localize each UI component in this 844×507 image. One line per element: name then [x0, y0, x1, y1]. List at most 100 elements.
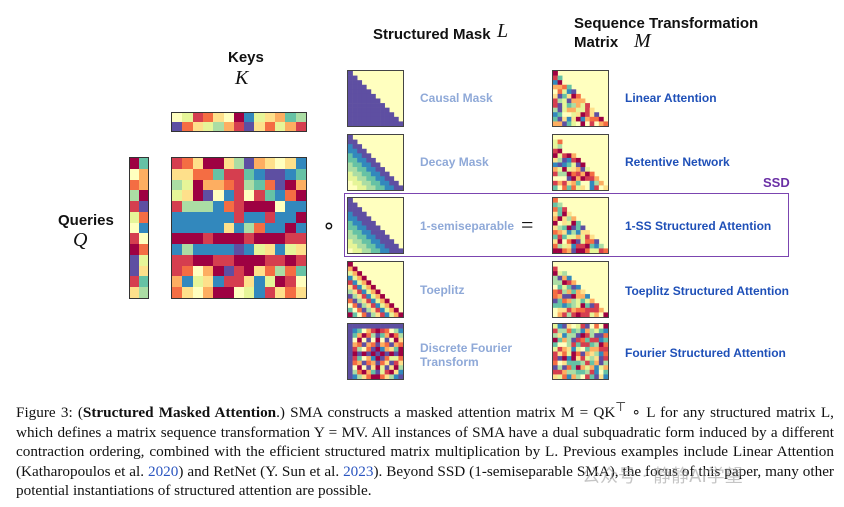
matrix-cell	[348, 211, 353, 217]
seq-label-ss: 1-SS Structured Attention	[625, 219, 772, 233]
matrix-cell	[202, 122, 214, 131]
matrix-cell	[566, 157, 572, 163]
matrix-cell	[348, 346, 353, 352]
matrix-cell	[366, 116, 372, 122]
matrix-cell	[585, 294, 590, 299]
matrix-cell	[352, 239, 358, 245]
matrix-cell	[553, 333, 558, 339]
matrix-cell	[575, 162, 581, 168]
matrix-cell	[264, 222, 276, 234]
matrix-cell	[557, 98, 563, 104]
matrix-cell	[357, 351, 363, 357]
matrix-cell	[348, 369, 353, 375]
matrix-cell	[348, 112, 353, 118]
matrix-cell	[366, 312, 372, 317]
matrix-cell	[295, 265, 306, 277]
matrix-cell	[589, 369, 595, 375]
matrix-cell	[352, 365, 358, 371]
matrix-cell	[357, 294, 363, 299]
matrix-cell	[562, 307, 568, 313]
matrix-cell	[571, 248, 577, 253]
matrix-cell	[585, 298, 590, 304]
matrix-cell	[366, 153, 372, 159]
matrix-cell	[254, 113, 265, 122]
matrix-cell	[557, 280, 563, 286]
matrix-cell	[192, 276, 203, 288]
matrix-cell	[575, 225, 581, 231]
matrix-cell	[366, 333, 372, 339]
matrix-cell	[244, 211, 255, 223]
matrix-cell	[393, 351, 399, 357]
matrix-cell	[357, 369, 363, 375]
matrix-cell	[380, 337, 385, 343]
matrix-cell	[366, 356, 372, 361]
matrix-cell	[557, 239, 563, 245]
matrix-cell	[589, 171, 595, 177]
matrix-cell	[562, 107, 568, 113]
matrix-cell	[557, 324, 563, 329]
matrix-cell	[357, 89, 363, 95]
matrix-cell	[192, 179, 203, 191]
matrix-cell	[580, 171, 586, 177]
matrix-cell	[370, 248, 376, 253]
matrix-cell	[571, 112, 577, 118]
matrix-cell	[557, 185, 563, 190]
matrix-cell	[357, 98, 363, 104]
matrix-cell	[352, 234, 358, 240]
matrix-cell	[571, 351, 577, 357]
matrix-cell	[557, 312, 563, 317]
matrix-cell	[182, 222, 193, 234]
matrix-cell	[384, 185, 390, 190]
matrix-cell	[361, 294, 367, 299]
matrix-cell	[589, 328, 595, 334]
matrix-cell	[348, 280, 353, 286]
matrix-cell	[264, 244, 276, 255]
matrix-cell	[192, 244, 203, 255]
matrix-cell	[589, 180, 595, 186]
matrix-cell	[366, 121, 372, 126]
matrix-cell	[295, 244, 306, 255]
matrix-cell	[139, 244, 148, 255]
matrix-cell	[361, 333, 367, 339]
matrix-cell	[233, 190, 245, 202]
matrix-cell	[352, 307, 358, 313]
citation-sun[interactable]: 2023	[343, 462, 374, 480]
matrix-cell	[370, 374, 376, 379]
matrix-cell	[375, 333, 381, 339]
matrix-cell	[589, 248, 595, 253]
matrix-cell	[213, 158, 224, 169]
matrix-cell	[348, 289, 353, 295]
matrix-cell	[375, 328, 381, 334]
matrix-cell	[594, 324, 600, 329]
matrix-cell	[585, 121, 590, 126]
matrix-cell	[264, 233, 276, 245]
matrix-cell	[357, 356, 363, 361]
matrix-cell	[589, 365, 595, 371]
matrix-cell	[594, 312, 600, 317]
matrix-cell	[389, 121, 395, 126]
matrix-cell	[585, 324, 590, 329]
matrix-cell	[380, 180, 385, 186]
matrix-cell	[566, 356, 572, 361]
matrix-cell	[366, 298, 372, 304]
matrix-cell	[557, 84, 563, 90]
matrix-cell	[594, 243, 600, 249]
matrix-cell	[575, 284, 581, 290]
matrix-cell	[557, 121, 563, 126]
matrix-cell	[213, 190, 224, 202]
matrix-cell	[366, 216, 372, 222]
matrix-cell	[585, 333, 590, 339]
citation-katharopoulos[interactable]: 2020	[147, 462, 179, 480]
matrix-cell	[380, 171, 385, 177]
matrix-cell	[130, 244, 139, 255]
matrix-cell	[285, 190, 296, 202]
matrix-cell	[275, 244, 286, 255]
matrix-cell	[562, 148, 568, 154]
matrix-cell	[589, 176, 595, 182]
matrix-cell	[575, 121, 581, 126]
matrix-cell	[384, 121, 390, 126]
matrix-cell	[553, 374, 558, 379]
mask-label-fourier-line2: Transform	[420, 355, 479, 369]
matrix-cell	[589, 374, 595, 379]
matrix-cell	[223, 265, 234, 277]
